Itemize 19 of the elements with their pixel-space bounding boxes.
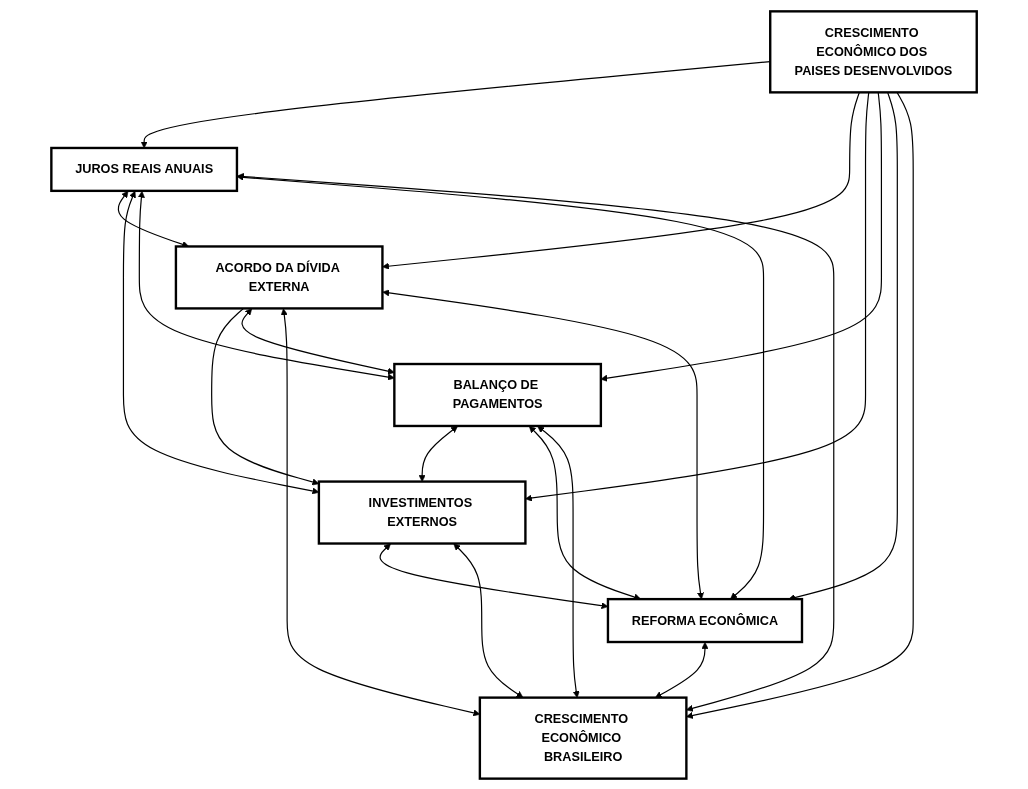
node-box: CRESCIMENTO ECONÔMICO BRASILEIRO: [478, 695, 688, 780]
arrow: [382, 288, 704, 599]
arrow: [140, 60, 771, 148]
node-box: INVESTIMENTOS EXTERNOS: [317, 479, 527, 545]
arrow: [241, 307, 395, 375]
arrow: [686, 91, 914, 719]
arrow: [525, 91, 870, 501]
arrow: [600, 91, 882, 382]
arrow: [655, 641, 709, 698]
node-box: BALANÇO DE PAGAMENTOS: [393, 362, 602, 427]
arrow: [418, 425, 458, 482]
node-box: JUROS REAIS ANUAIS: [50, 146, 239, 192]
arrow: [537, 425, 580, 698]
arrow: [236, 172, 835, 712]
node-box: ACORDO DA DÍVIDA EXTERNA: [174, 244, 384, 310]
node-box: REFORMA ECONÔMICA: [606, 597, 804, 643]
node-box: CRESCIMENTO ECONÔMICO DOS PAISES DESENVOLVIDOS: [769, 9, 978, 94]
arrow: [137, 190, 395, 380]
arrow: [382, 91, 860, 270]
